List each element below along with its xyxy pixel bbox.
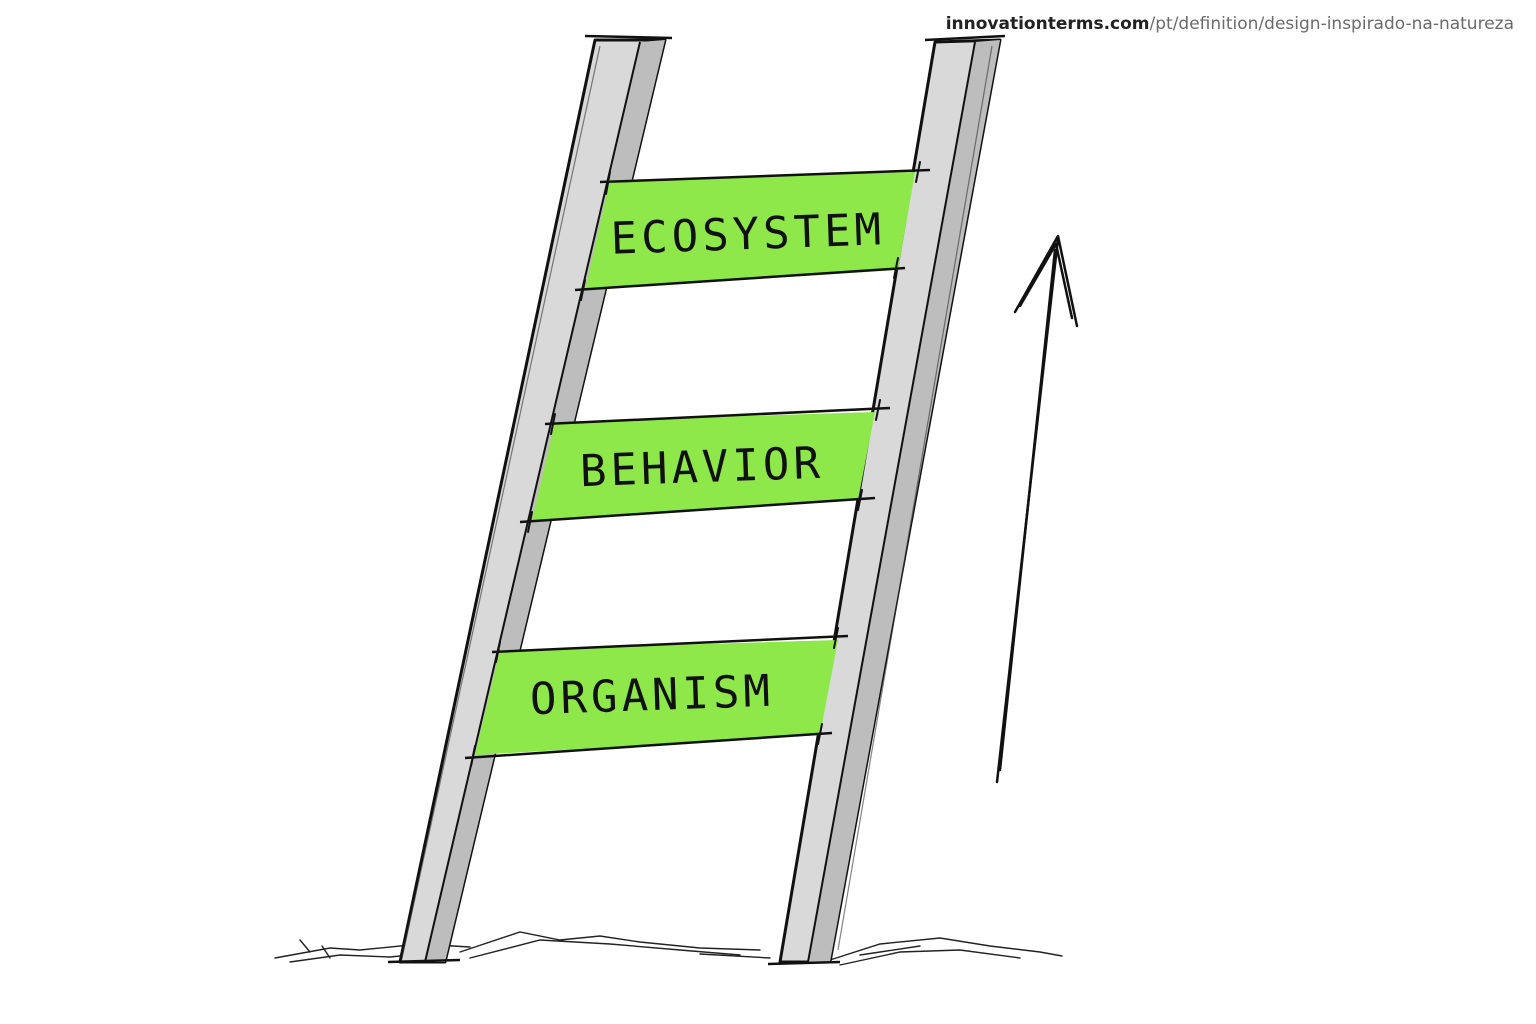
rung-label-ecosystem: ECOSYSTEM [610,204,886,265]
ground-shadow [274,931,1063,966]
watermark-path: /pt/definition/design-inspirado-na-natur… [1149,14,1514,34]
rung-label-behavior: BEHAVIOR [579,438,825,497]
rung-organism: ORGANISM [464,634,849,760]
rung-behavior: BEHAVIOR [519,406,891,524]
source-watermark: innovationterms.com/pt/definition/design… [946,14,1514,34]
right-rail [767,34,1006,966]
up-arrow-icon [995,234,1079,784]
rung-ecosystem: ECOSYSTEM [574,168,931,292]
watermark-domain: innovationterms.com [945,14,1150,34]
rung-nail-marks [470,161,921,767]
rung-label-organism: ORGANISM [529,666,775,725]
